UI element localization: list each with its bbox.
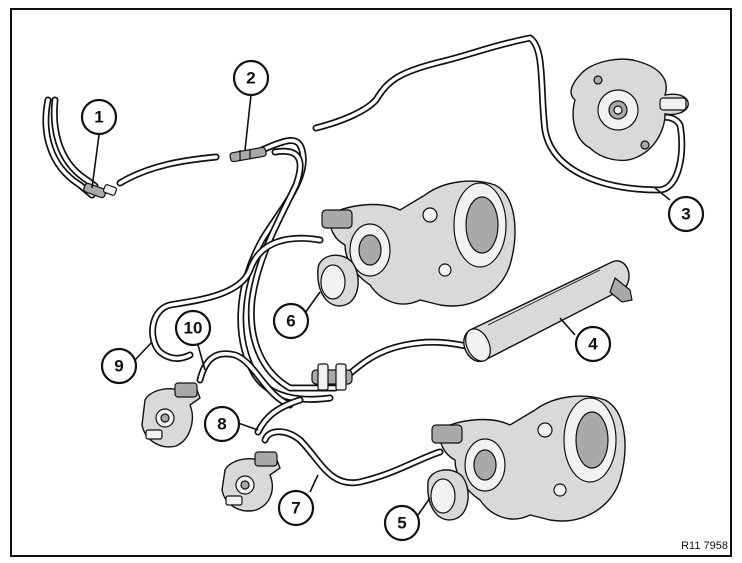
callout-1: 1 — [80, 98, 118, 136]
hose-connector-item-1 — [83, 182, 118, 199]
callout-label: 1 — [94, 108, 103, 127]
hose-to-reservoir — [341, 338, 479, 382]
turbocharger-lower — [427, 395, 626, 522]
hose-to-vacuum-pump — [312, 34, 686, 194]
callout-label: 6 — [286, 312, 295, 331]
callout-label: 10 — [184, 319, 203, 338]
pressure-converter-upper — [141, 382, 201, 448]
callout-8: 8 — [203, 405, 241, 443]
callout-6: 6 — [272, 302, 310, 340]
vacuum-pump — [570, 58, 689, 162]
callout-label: 2 — [246, 69, 255, 88]
hose-routing — [42, 34, 686, 487]
callout-4: 4 — [574, 325, 612, 363]
pressure-converter-lower — [221, 451, 281, 512]
hose-to-turbo-6 — [149, 234, 324, 362]
hose-connector-item-2 — [229, 146, 267, 163]
callout-10: 10 — [174, 309, 212, 347]
callout-2: 2 — [232, 59, 270, 97]
t-connector — [311, 363, 353, 391]
leader-lines — [91, 94, 671, 516]
hose-item-7 — [261, 428, 444, 487]
callout-7: 7 — [277, 489, 315, 527]
diagram-frame — [10, 8, 732, 557]
hose-item-10 — [196, 350, 294, 409]
callout-label: 3 — [681, 205, 690, 224]
vacuum-reservoir — [463, 260, 633, 363]
turbocharger-upper — [317, 180, 516, 307]
callout-5: 5 — [383, 504, 421, 542]
callout-label: 8 — [217, 415, 226, 434]
callout-3: 3 — [667, 195, 705, 233]
callout-9: 9 — [100, 347, 138, 385]
callout-label: 9 — [114, 357, 123, 376]
callout-label: 4 — [588, 335, 598, 354]
callout-label: 7 — [291, 499, 300, 518]
reference-code: R11 7958 — [681, 540, 728, 552]
hose-left-end — [42, 96, 220, 199]
hose-item-8 — [254, 396, 304, 436]
callout-label: 5 — [397, 514, 406, 533]
